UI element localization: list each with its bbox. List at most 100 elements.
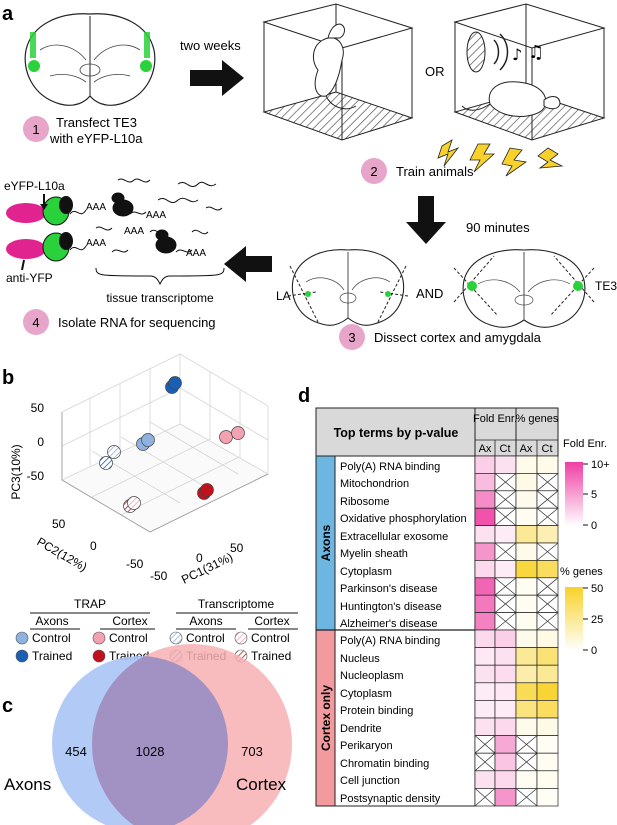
table-header-fold: Fold Enr. <box>473 413 517 425</box>
heat-cell-r3-c0 <box>474 507 496 526</box>
heat-cell-r6-c1 <box>494 560 517 579</box>
heat-cell-cross-r5-c1-b <box>494 542 517 561</box>
heat-cell-r0-c0 <box>474 455 496 474</box>
aaa-label-1: AAA <box>86 202 106 213</box>
arrow-left-icon <box>224 246 272 282</box>
step-4-badge <box>23 309 49 335</box>
venn-axons-label: Axons <box>4 775 51 794</box>
transcriptome-icon <box>95 178 223 254</box>
group-label-cortex: Cortex only <box>319 685 333 751</box>
training-cage-right-icon: ♪ ♫ <box>453 3 606 141</box>
legend-tx-cortex-control: Control <box>251 631 290 645</box>
table-header-bg <box>315 407 559 457</box>
heat-cell-r14-c1 <box>494 700 517 719</box>
term-axons-4: Extracellular exosome <box>340 531 448 543</box>
table-header-terms: Top terms by p-value <box>334 426 459 440</box>
step-3-number: 3 <box>348 330 355 345</box>
pc2-axis-label: PC2(12%) <box>35 534 90 574</box>
heat-cell-r10-c2 <box>515 629 538 648</box>
aaa-label-5: AAA <box>186 248 206 259</box>
sub-header-fold-ax: Ax <box>479 443 492 455</box>
pca-point-cortex-trained-2 <box>200 483 214 497</box>
heat-cell-r15-c1 <box>494 717 517 736</box>
z-tick-0: 0 <box>37 435 44 449</box>
heat-cell-r6-c2 <box>515 560 538 579</box>
legend-cortex-control: Control <box>109 631 148 645</box>
x-tick-50: 50 <box>230 541 244 555</box>
heat-cell-r13-c3 <box>536 682 559 701</box>
heat-cell-r12-c3 <box>536 664 559 684</box>
legend-trap-title: TRAP <box>74 597 106 611</box>
heat-cell-r8-c0 <box>474 594 496 613</box>
ribosome-complex-top-icon <box>6 196 87 226</box>
venn-overlap <box>92 656 228 825</box>
heat-cell-r4-c2 <box>515 525 538 544</box>
legend-tx-cortex: Cortex <box>254 614 289 628</box>
aaa-label-3: AAA <box>146 210 166 221</box>
step-4-text: Isolate RNA for sequencing <box>58 315 216 330</box>
x-tick-neg50: -50 <box>150 569 168 583</box>
heat-cell-cross-r1-c3-b <box>536 473 559 492</box>
y-tick-neg50: -50 <box>126 557 144 571</box>
heat-cell-cross-r3-c1-b <box>494 507 517 526</box>
heat-cell-cross-r2-c3-b <box>536 490 559 509</box>
heat-cell-r1-c2 <box>515 473 538 492</box>
heat-cell-r17-c3 <box>536 752 559 772</box>
training-cage-left-icon <box>262 3 414 141</box>
term-axons-2: Ribosome <box>340 496 390 508</box>
heat-cell-r0-c2 <box>515 455 538 474</box>
term-cortex-1: Nucleus <box>340 653 380 665</box>
pc1-axis-label: PC1(31%) <box>179 550 235 587</box>
heat-cell-r13-c2 <box>515 682 538 701</box>
fold-tick-max: 10+ <box>591 459 610 471</box>
y-tick-50: 50 <box>52 517 66 531</box>
heat-cell-r5-c2 <box>515 542 538 561</box>
term-cortex-2: Nucleoplasm <box>340 670 404 682</box>
pct-tick-max: 50 <box>591 583 603 595</box>
heat-cell-cross-r9-c1-b <box>494 612 517 631</box>
heat-cell-r9-c2 <box>515 612 538 631</box>
panel-d-label: d <box>298 385 310 407</box>
legend-trap-cortex: Cortex <box>112 614 147 628</box>
pointer-arrow-2-icon <box>21 259 25 271</box>
fold-scale-title: Fold Enr. <box>563 438 607 450</box>
tissue-transcriptome-label: tissue transcriptome <box>106 291 214 305</box>
fold-scale-bar <box>565 462 583 526</box>
brain-section-te3-icon <box>453 249 595 328</box>
heat-cell-r6-c3 <box>536 560 559 579</box>
sub-header-fold-ct: Ct <box>500 443 511 455</box>
brace-icon <box>95 267 225 286</box>
heat-cell-cross-r7-c3-b <box>536 577 559 596</box>
legend-tx-axons: Axons <box>189 614 222 628</box>
heat-cell-r13-c1 <box>494 682 517 701</box>
term-axons-1: Mitochondrion <box>340 478 409 490</box>
term-axons-0: Poly(A) RNA binding <box>340 461 440 473</box>
terms-column <box>334 455 476 807</box>
heat-cell-r7-c2 <box>515 577 538 596</box>
legend-axons-trained: Trained <box>32 649 72 663</box>
heat-cell-r17-c1 <box>494 752 517 772</box>
step-1-number: 1 <box>32 122 39 137</box>
term-axons-8: Huntington's disease <box>340 601 442 613</box>
heat-cell-r15-c3 <box>536 717 559 736</box>
heat-cell-r0-c1 <box>494 455 517 474</box>
pca-point-tx-axons-trained <box>99 456 113 470</box>
heat-cell-r15-c2 <box>515 717 538 736</box>
heat-cell-r12-c2 <box>515 664 538 684</box>
x-tick-0: 0 <box>196 551 203 565</box>
heat-cell-r10-c0 <box>474 629 496 648</box>
heat-cell-r15-c0 <box>474 717 496 736</box>
fold-tick-min: 0 <box>591 520 597 532</box>
group-label-axons: Axons <box>319 524 333 561</box>
legend-swatch-tx-cortex-control <box>234 631 248 645</box>
fold-tick-mid: 5 <box>591 489 597 501</box>
venn-diagram <box>52 644 292 825</box>
step-1-text-line2: with eYFP-L10a <box>49 131 143 146</box>
heat-cell-r7-c0 <box>474 577 496 596</box>
legend-swatch-axons-control <box>15 631 29 645</box>
heat-cell-r14-c3 <box>536 700 559 719</box>
heat-cell-cross-r9-c3-b <box>536 612 559 631</box>
table-header-pct: % genes <box>516 413 559 425</box>
panel-c-label: c <box>2 695 13 717</box>
pc3-axis-label: PC3(10%) <box>9 444 23 499</box>
